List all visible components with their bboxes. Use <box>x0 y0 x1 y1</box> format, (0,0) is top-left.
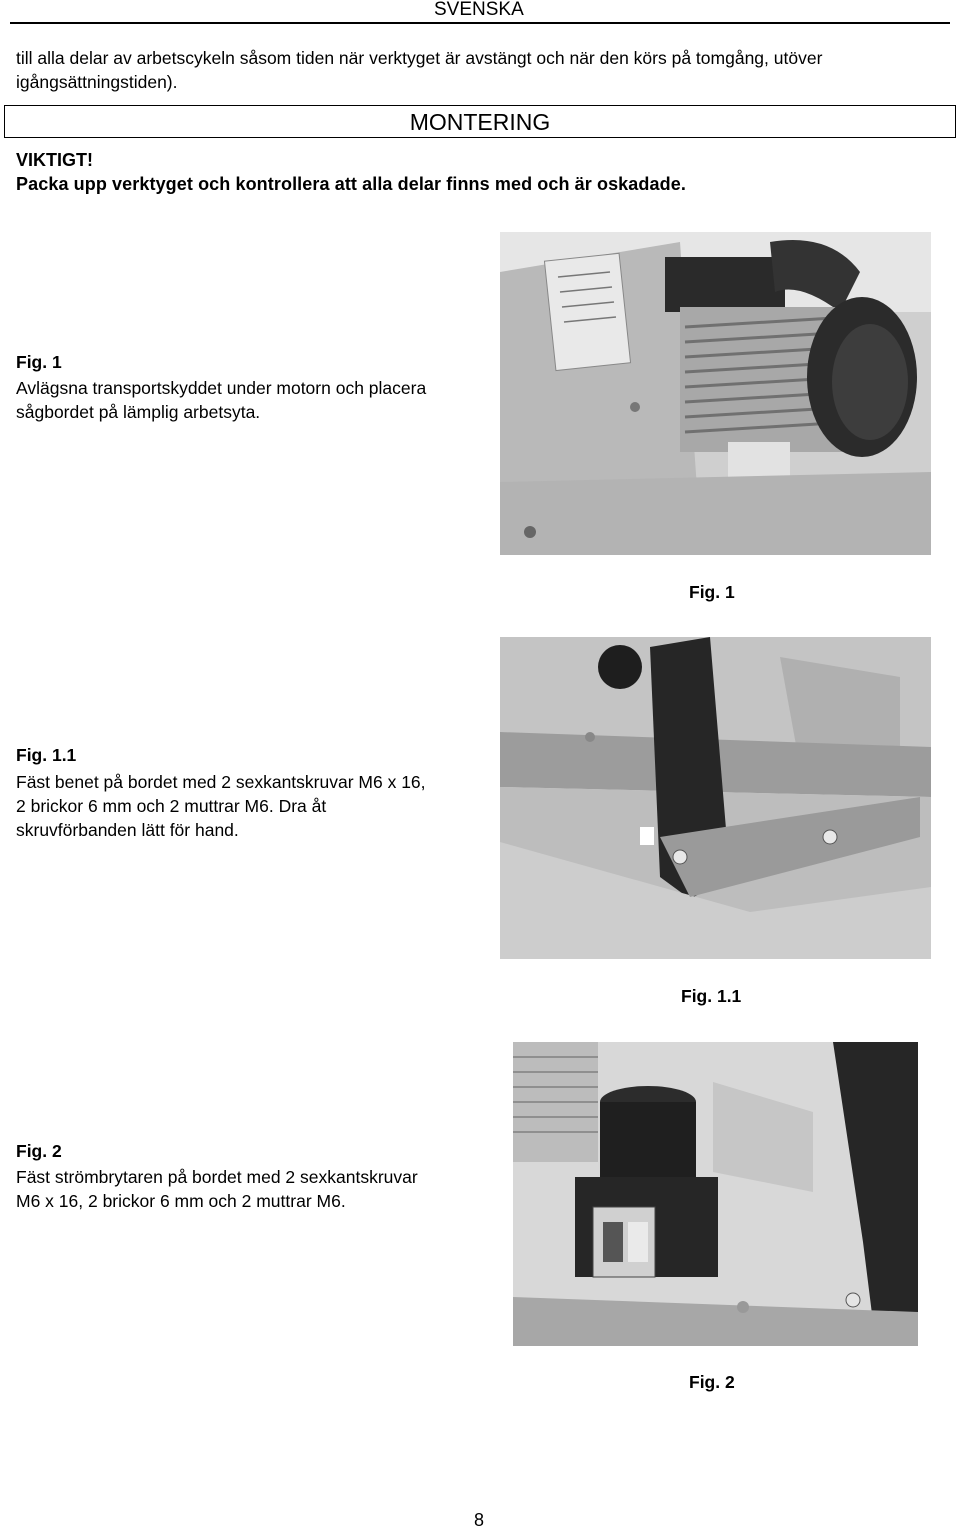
fig2-text: Fäst strömbrytaren på bordet med 2 sexka… <box>16 1167 418 1211</box>
fig1-1-label: Fig. 1.1 <box>16 745 77 765</box>
page-number: 8 <box>474 1510 485 1530</box>
fig1-caption: Fig. 1 <box>689 582 735 602</box>
fig1-label: Fig. 1 <box>16 352 62 372</box>
header-language: SVENSKA <box>434 0 524 20</box>
fig2-label: Fig. 2 <box>16 1141 62 1161</box>
fig1-1-caption: Fig. 1.1 <box>681 986 742 1006</box>
table-leg-photo <box>500 637 931 959</box>
intro-paragraph: till alla delar av arbetscykeln såsom ti… <box>16 48 823 92</box>
warning-label: VIKTIGT! <box>16 150 93 170</box>
warning-text: Packa upp verktyget och kontrollera att … <box>16 174 686 194</box>
electric-motor-photo <box>500 232 931 555</box>
fig1-text: Avlägsna transportskyddet under motorn o… <box>16 378 427 422</box>
header-rule <box>10 22 950 24</box>
section-title: MONTERING <box>4 105 956 138</box>
fig2-caption: Fig. 2 <box>689 1372 735 1392</box>
power-switch-photo <box>513 1042 918 1346</box>
fig1-1-text: Fäst benet på bordet med 2 sexkantskruva… <box>16 772 426 840</box>
